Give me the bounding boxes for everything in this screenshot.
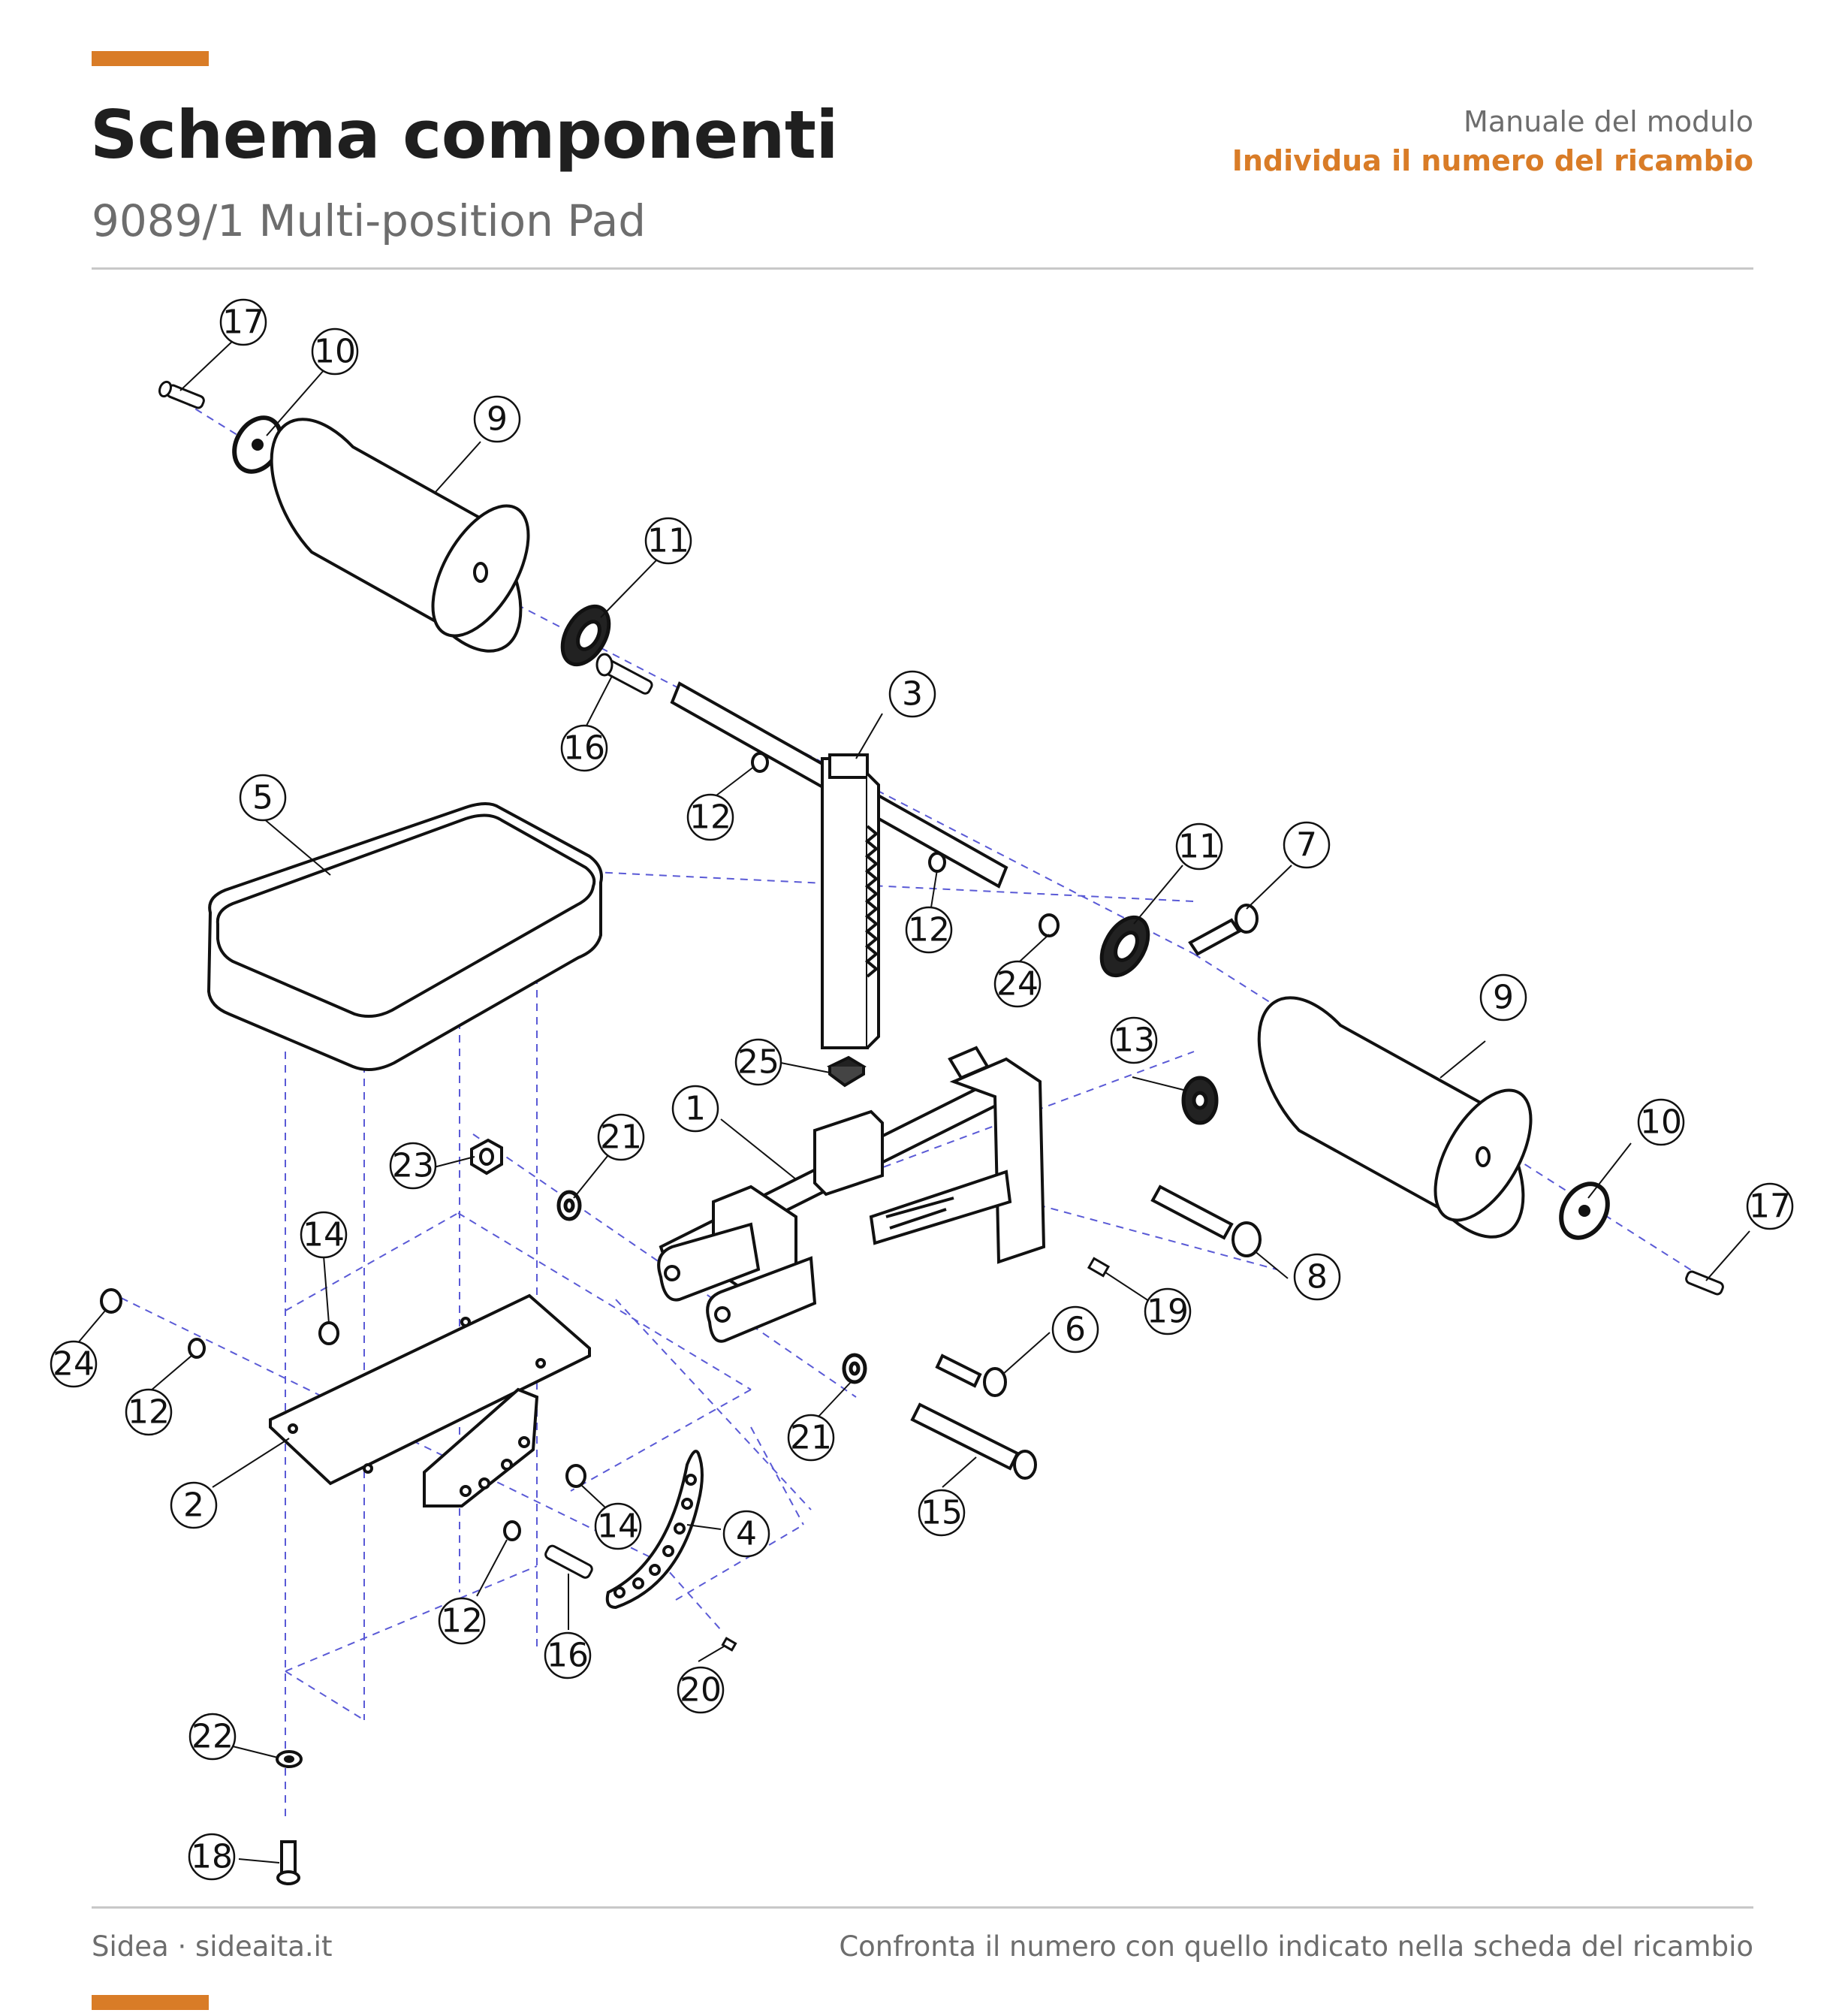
part-10-washer-right bbox=[1559, 1182, 1610, 1240]
callout-20: 20 bbox=[680, 1671, 722, 1710]
callout-19: 19 bbox=[1147, 1293, 1189, 1331]
header-divider bbox=[92, 267, 1753, 270]
part-24-cap-left bbox=[100, 1288, 122, 1314]
part-10-washer-top bbox=[232, 415, 283, 474]
callout-25: 25 bbox=[737, 1043, 779, 1082]
callout-17-right: 17 bbox=[1749, 1188, 1791, 1226]
callout-3: 3 bbox=[902, 675, 923, 714]
callout-1: 1 bbox=[685, 1090, 706, 1128]
top-accent-bar bbox=[92, 51, 209, 66]
part-15-long-bolt bbox=[910, 1402, 1037, 1480]
callout-12-b: 12 bbox=[908, 911, 950, 949]
callout-2: 2 bbox=[183, 1486, 204, 1525]
part-25-end-cap bbox=[827, 1055, 867, 1088]
callout-18: 18 bbox=[191, 1838, 233, 1876]
manual-label: Manuale del modulo bbox=[1464, 105, 1753, 138]
callout-21-a: 21 bbox=[600, 1118, 642, 1157]
part-9-roller-top bbox=[270, 418, 530, 653]
callout-22: 22 bbox=[191, 1718, 234, 1756]
callout-8: 8 bbox=[1307, 1258, 1328, 1296]
part-24-cap-right bbox=[1039, 913, 1060, 937]
callout-12-d: 12 bbox=[441, 1602, 483, 1640]
part-3-t-shaft bbox=[670, 681, 1008, 1049]
leader-lines bbox=[76, 339, 1750, 1864]
callout-9-right: 9 bbox=[1493, 979, 1514, 1017]
part-20-screw bbox=[721, 1637, 737, 1652]
callout-16-top: 16 bbox=[563, 729, 605, 768]
part-9-roller-right bbox=[1257, 996, 1533, 1239]
callout-14-b: 14 bbox=[597, 1507, 639, 1546]
part-17-bolt-right bbox=[1685, 1270, 1724, 1296]
part-16-bolt-top bbox=[595, 653, 653, 695]
part-8-pivot-pin bbox=[1150, 1185, 1262, 1257]
callout-21-b: 21 bbox=[790, 1419, 832, 1457]
callout-10-top: 10 bbox=[314, 333, 356, 371]
callout-15: 15 bbox=[921, 1494, 963, 1532]
callout-11-right: 11 bbox=[1178, 828, 1220, 866]
callout-4: 4 bbox=[736, 1515, 757, 1553]
callout-5: 5 bbox=[252, 779, 273, 817]
callout-labels: 17 10 9 11 16 3 12 5 12 11 7 24 9 13 25 … bbox=[53, 303, 1791, 1876]
callout-23: 23 bbox=[392, 1147, 434, 1185]
part-19-screw bbox=[1087, 1257, 1111, 1278]
callout-7: 7 bbox=[1296, 826, 1317, 865]
part-12-nut-d bbox=[503, 1520, 521, 1541]
callout-24-right: 24 bbox=[996, 965, 1039, 1003]
part-11-bushing-top bbox=[560, 604, 611, 667]
callout-16-lower: 16 bbox=[547, 1637, 589, 1675]
bottom-accent-bar bbox=[92, 1995, 209, 2010]
part-14-nut-b bbox=[565, 1464, 586, 1488]
product-subtitle: 9089/1 Multi-position Pad bbox=[92, 195, 647, 246]
callout-13: 13 bbox=[1113, 1022, 1155, 1060]
callout-14-a: 14 bbox=[303, 1216, 345, 1254]
part-11-bushing-right bbox=[1099, 915, 1150, 978]
part-16-bolt-lower bbox=[544, 1544, 593, 1579]
part-6-locking-pin bbox=[935, 1354, 1007, 1397]
part-4-adjust-plate bbox=[605, 1450, 704, 1610]
part-12-nut-b bbox=[928, 852, 946, 873]
callout-17-top: 17 bbox=[222, 303, 264, 342]
part-2-seat-plate bbox=[269, 1293, 591, 1507]
callout-circles bbox=[50, 298, 1794, 1881]
part-1-main-frame bbox=[657, 1046, 1046, 1343]
part-12-nut-c bbox=[188, 1338, 206, 1359]
part-7-pin-knob bbox=[1188, 904, 1259, 956]
callout-9-top: 9 bbox=[487, 400, 508, 439]
callout-12-c: 12 bbox=[128, 1393, 170, 1432]
part-21-washer-b bbox=[842, 1353, 867, 1384]
callout-24-left: 24 bbox=[53, 1345, 95, 1384]
part-18-bolt bbox=[276, 1840, 300, 1885]
footer-divider bbox=[92, 1906, 1753, 1909]
part-17-bolt-top bbox=[158, 380, 205, 409]
exploded-parts-diagram: 17 10 9 11 16 3 12 5 12 11 7 24 9 13 25 … bbox=[50, 298, 1794, 1885]
part-23-nut bbox=[470, 1138, 503, 1175]
part-13-spacer bbox=[1181, 1076, 1219, 1125]
callout-10-right: 10 bbox=[1640, 1103, 1682, 1142]
part-21-washer-a bbox=[556, 1190, 582, 1221]
part-5-seat-pad bbox=[207, 802, 603, 1071]
part-12-nut-a bbox=[751, 752, 769, 773]
page-title: Schema componenti bbox=[90, 96, 839, 174]
manual-hint: Individua il numero del ricambio bbox=[1232, 144, 1753, 177]
part-14-nut-a bbox=[318, 1321, 339, 1345]
footer-site-link[interactable]: Sidea · sideaita.it bbox=[92, 1930, 333, 1963]
callout-11-top: 11 bbox=[647, 522, 689, 560]
callout-6: 6 bbox=[1065, 1311, 1086, 1349]
part-22-washer bbox=[276, 1750, 303, 1768]
callout-12-a: 12 bbox=[689, 798, 731, 837]
footer-note: Confronta il numero con quello indicato … bbox=[839, 1930, 1753, 1963]
